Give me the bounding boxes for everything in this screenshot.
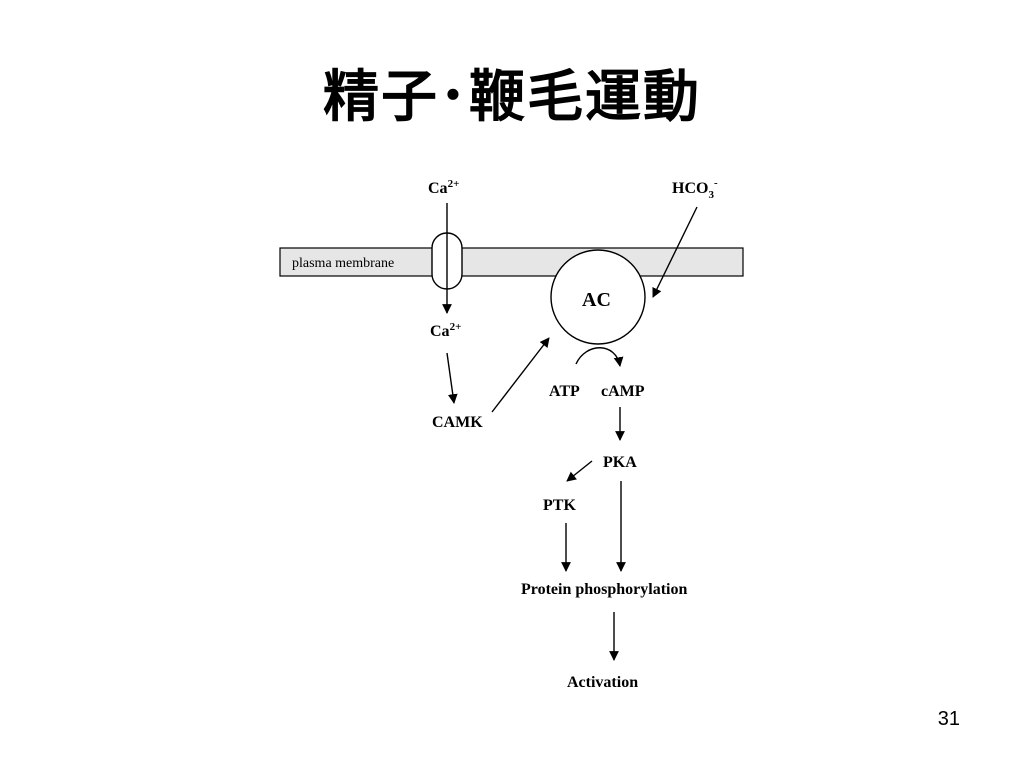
pka-label: PKA [603,454,637,471]
hco3-label: HCO3- [672,177,718,201]
ca-extracellular-label: Ca2+ [428,178,459,197]
arrow-pka-to-ptk [566,460,593,482]
arrow-camk-to-ac [491,337,550,413]
camk-label: CAMK [432,414,483,431]
protein-phosphorylation-label: Protein phosphorylation [521,581,688,598]
slide-number: 31 [937,708,960,730]
slide-title: 精子･鞭毛運動 [323,65,701,130]
arrow-ca-to-camk [446,352,458,404]
camp-label: cAMP [601,383,645,400]
ca-intracellular-label: Ca2+ [430,321,461,340]
ptk-label: PTK [543,497,576,514]
ac-enzyme [550,249,646,345]
ac-label: AC [582,289,611,311]
plasma-membrane-label: plasma membrane [292,256,394,271]
atp-label: ATP [549,383,580,400]
arrow-atp-to-camp [575,347,624,367]
activation-label: Activation [567,674,638,691]
arrow-hco3-to-ac [652,206,698,298]
